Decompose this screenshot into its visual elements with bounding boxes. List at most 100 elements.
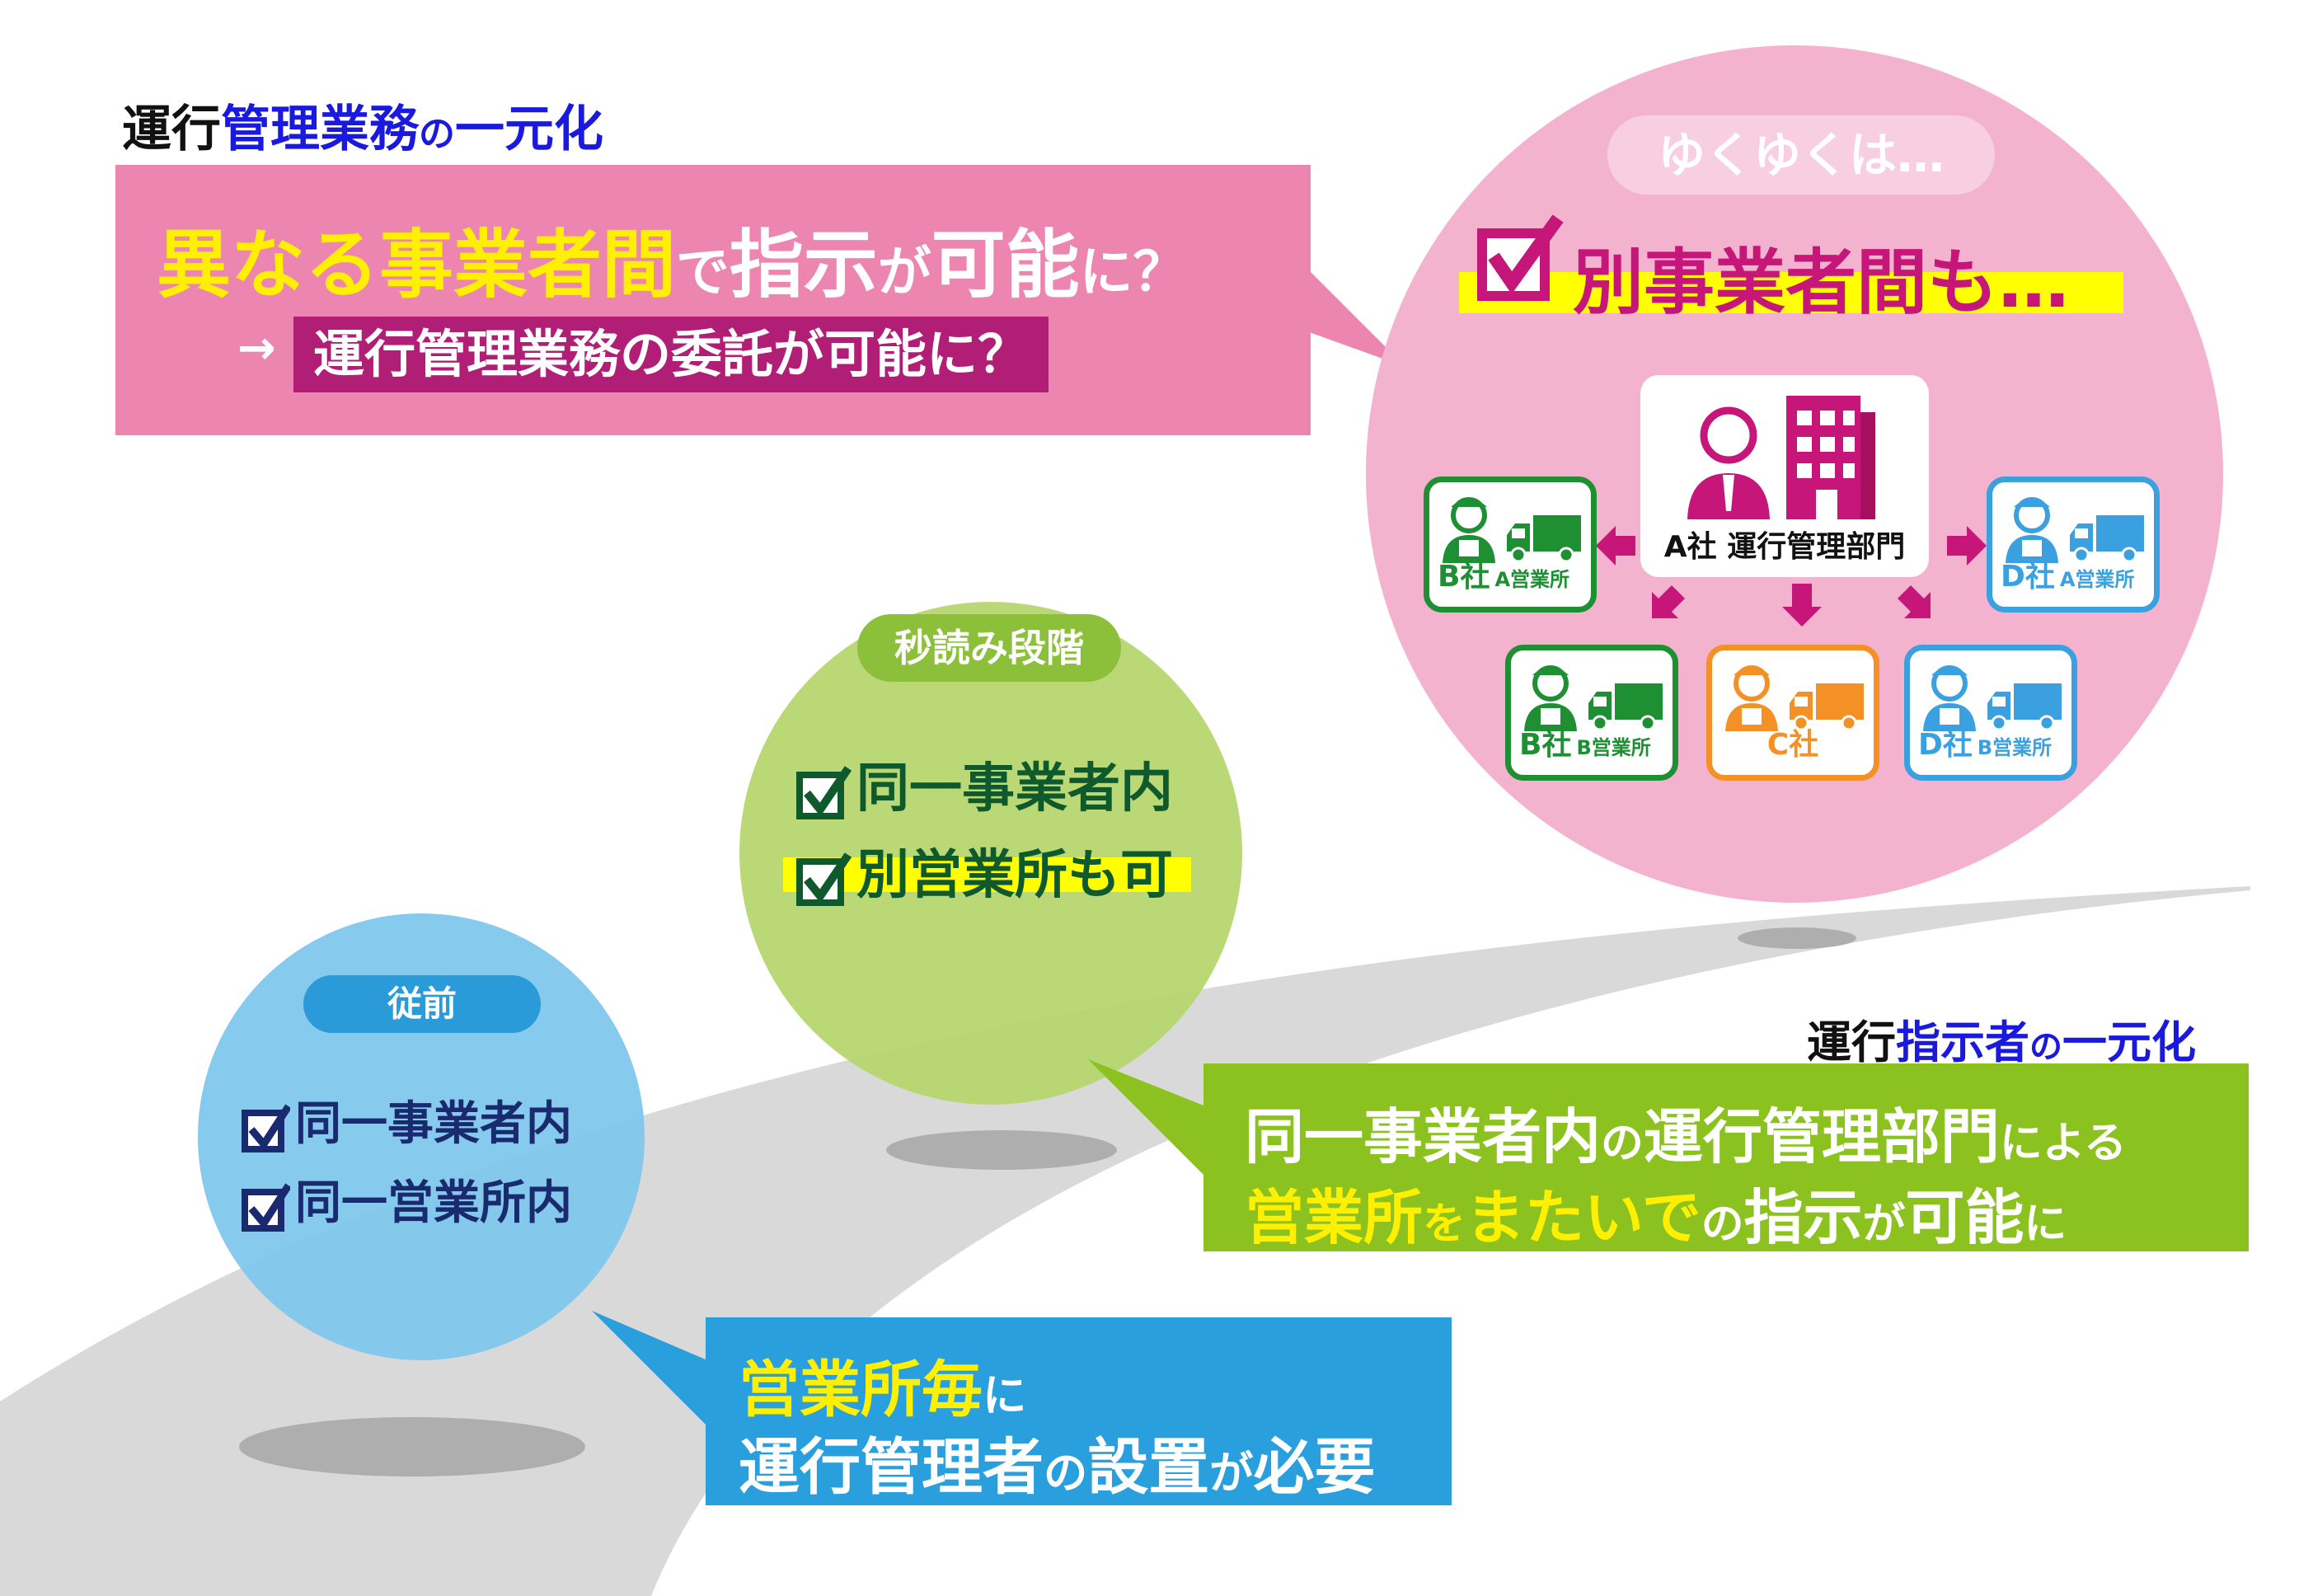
arrow-icon bbox=[1947, 526, 1987, 566]
callout-text: 異なる事業者間 bbox=[157, 222, 676, 308]
check-icon bbox=[242, 1104, 290, 1152]
blue-callout: 営業所毎に 運行管理者の設置が必要 bbox=[706, 1317, 1452, 1505]
callout-text: 指示 bbox=[1743, 1183, 1863, 1252]
office-company: B社 bbox=[1438, 560, 1490, 594]
driver-icon bbox=[1923, 665, 2062, 731]
truck-icon bbox=[2070, 515, 2144, 563]
office-company: B社 bbox=[1519, 728, 1572, 762]
past-pill: 従前 bbox=[303, 975, 541, 1033]
soon-item-text: 別営業所も可 bbox=[856, 845, 1173, 906]
building-icon bbox=[1786, 396, 1875, 519]
office-label: C社 bbox=[1712, 721, 1874, 763]
driver-icon bbox=[2006, 497, 2144, 563]
office-company: C社 bbox=[1766, 728, 1819, 762]
soon-item-text: 同一事業者内 bbox=[856, 758, 1173, 819]
person-icon bbox=[1687, 406, 1770, 519]
arrow-icon bbox=[1652, 585, 1685, 618]
callout-text: が bbox=[1209, 1448, 1254, 1499]
soon-circle bbox=[739, 602, 1242, 1105]
truck-icon bbox=[1588, 683, 1663, 731]
callout-subline: 運行管理業務の委託が可能に？ bbox=[293, 317, 1049, 392]
mid-heading: 運行指示者の一元化 bbox=[1807, 1006, 2196, 1071]
arrow-icon bbox=[1898, 585, 1931, 618]
callout-text: の bbox=[1601, 1119, 1644, 1168]
top-heading: 運行管理業務の一元化 bbox=[122, 89, 603, 161]
past-item: 同一事業者内 bbox=[241, 1087, 572, 1153]
callout-text: に？ bbox=[1079, 242, 1187, 303]
arrow-icon: → bbox=[237, 322, 276, 375]
green-callout: 同一事業者内の運行管理部門による 営業所をまたいでの指示が可能に bbox=[1203, 1063, 2249, 1252]
green-callout-line2: 営業所をまたいでの指示が可能に bbox=[1245, 1169, 2067, 1256]
heading-text: 運行 bbox=[1807, 1016, 1896, 1068]
green-box-tail bbox=[1088, 1059, 1212, 1183]
truck-icon bbox=[1790, 683, 1864, 731]
callout-text: 可能 bbox=[931, 222, 1080, 308]
hq-card: A社 運行管理部門 bbox=[1640, 375, 1929, 577]
check-icon bbox=[242, 1183, 290, 1232]
soon-item: 同一事業者内 bbox=[795, 746, 1173, 822]
callout-text: 営業所毎 bbox=[739, 1354, 983, 1425]
office-company: D社 bbox=[2001, 560, 2055, 594]
callout-text: 可能 bbox=[1905, 1183, 2024, 1252]
callout-text: に bbox=[983, 1370, 1027, 1421]
callout-text: 営業所 bbox=[1245, 1183, 1424, 1252]
arrow-icon bbox=[1782, 584, 1822, 627]
callout-text: 同一事業者内 bbox=[1245, 1102, 1602, 1171]
callout-text: またいで bbox=[1465, 1183, 1701, 1252]
heading-text: 管理業務 bbox=[221, 101, 419, 158]
heading-text: 一元化 bbox=[2062, 1016, 2196, 1068]
truck-icon bbox=[1507, 515, 1581, 563]
check-icon bbox=[796, 852, 852, 907]
past-item-text: 同一営業所内 bbox=[295, 1176, 572, 1230]
callout-text: が bbox=[877, 242, 931, 303]
callout-text: 指示 bbox=[729, 222, 878, 308]
callout-text: の bbox=[1701, 1199, 1744, 1249]
office-name: B営業所 bbox=[1977, 736, 2053, 759]
future-headline: 別事業者間も… bbox=[1573, 242, 2069, 324]
hq-label: A社 運行管理部門 bbox=[1663, 530, 1906, 564]
headline-highlight bbox=[1459, 272, 2123, 313]
shadow bbox=[886, 1130, 1117, 1170]
pink-box-tail bbox=[1302, 264, 1405, 367]
callout-text: 運行管理部門 bbox=[1643, 1102, 2000, 1171]
past-item-text: 同一事業者内 bbox=[295, 1097, 572, 1151]
heading-text: 運行 bbox=[122, 101, 221, 158]
hq-icons bbox=[1687, 396, 1875, 519]
callout-text: 運行管理者 bbox=[739, 1432, 1044, 1503]
arrow-icon bbox=[1596, 526, 1635, 566]
callout-text: 必要 bbox=[1253, 1432, 1376, 1503]
check-icon bbox=[1477, 214, 1564, 301]
pink-callout-line1: 異なる事業者間で指示が可能に？ bbox=[157, 204, 1186, 312]
soon-item: 別営業所も可 bbox=[795, 833, 1173, 908]
driver-icon bbox=[1524, 665, 1663, 731]
green-callout-line1: 同一事業者内の運行管理部門による bbox=[1245, 1088, 2127, 1175]
callout-text: で bbox=[676, 242, 730, 303]
arrows bbox=[1596, 526, 1987, 627]
office-card: C社 bbox=[1706, 645, 1879, 781]
office-name: A営業所 bbox=[2059, 568, 2135, 591]
office-name: B営業所 bbox=[1576, 736, 1651, 759]
truck-icon bbox=[1987, 683, 2062, 731]
blue-callout-line1: 営業所毎に bbox=[739, 1340, 1026, 1429]
driver-icon bbox=[1725, 665, 1864, 731]
heading-text: の bbox=[2029, 1028, 2062, 1066]
blue-callout-line2: 運行管理者の設置が必要 bbox=[739, 1418, 1376, 1506]
blue-box-tail bbox=[592, 1311, 707, 1426]
heading-text: 指示者 bbox=[1896, 1016, 2029, 1068]
callout-text: の bbox=[1044, 1448, 1088, 1499]
item-highlight bbox=[783, 857, 1191, 892]
soon-pill: 秒読み段階 bbox=[857, 614, 1121, 682]
callout-text: が bbox=[1862, 1199, 1906, 1249]
callout-text: 設置 bbox=[1087, 1432, 1210, 1503]
past-item: 同一営業所内 bbox=[241, 1166, 572, 1232]
